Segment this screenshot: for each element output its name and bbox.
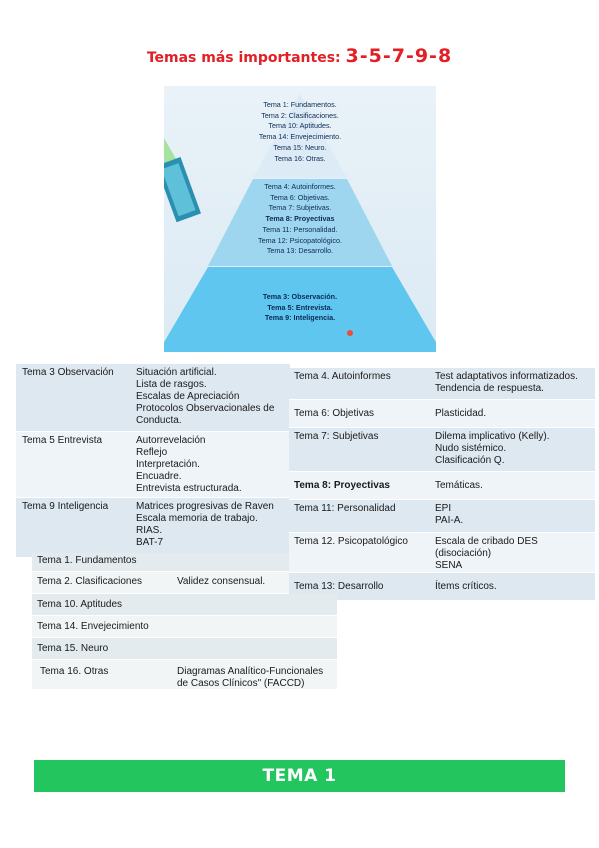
detail-line: Temáticas. <box>435 480 483 491</box>
right-table: Tema 4. Autoinformes Test adaptativos in… <box>289 368 595 601</box>
tema-cell: Tema 14. Envejecimiento <box>37 621 149 632</box>
tema-cell: Tema 5 Entrevista <box>22 435 103 446</box>
pyramid-top-line: Tema 15: Neuro. <box>273 142 327 152</box>
detail-line: Entrevista estructurada. <box>136 483 242 494</box>
pyramid-middle-line: Tema 4: Autoinformes. <box>264 182 336 191</box>
pyramid-top-text: Tema 1: Fundamentos. Tema 2: Clasificaci… <box>164 100 436 164</box>
detail-line: SENA <box>435 560 463 571</box>
tema-cell: Tema 11: Personalidad <box>294 503 396 514</box>
detail-line: Escala de cribado DES <box>435 536 538 547</box>
detail-line: (disociación) <box>435 548 492 559</box>
detail-line: RIAS. <box>136 525 163 536</box>
detail-line: Tendencia de respuesta. <box>435 383 544 394</box>
detail-line: Test adaptativos informatizados. <box>435 371 578 382</box>
pyramid-middle-line: Tema 7: Subjetivas. <box>268 203 332 213</box>
pyramid-middle-line: Tema 6: Objetivas. <box>270 192 330 202</box>
table-row: Tema 16. Otras Diagramas Analítico-Funci… <box>32 660 337 690</box>
pyramid-middle-line: Tema 12: Psicopatológico. <box>258 235 342 245</box>
detail-line: Protocolos Observacionales de <box>136 403 275 414</box>
detail-line: Ítems críticos. <box>435 581 497 592</box>
left-table: Tema 3 Observación Situación artificial.… <box>16 364 290 558</box>
table-row: Tema 13: Desarrollo Ítems críticos. <box>289 573 595 601</box>
tema-cell: Tema 12. Psicopatológico <box>294 536 408 547</box>
table-row: Tema 12. Psicopatológico Escala de criba… <box>289 533 595 573</box>
detail-line: Matrices progresivas de Raven <box>136 501 274 512</box>
tema-cell: Tema 7: Subjetivas <box>294 431 379 442</box>
table-row: Tema 5 Entrevista Autorrevelación Reflej… <box>16 432 290 498</box>
pyramid-top-line: Tema 16: Otras. <box>274 153 326 163</box>
detail-line: EPI <box>435 503 452 514</box>
detail-line: Nudo sistémico. <box>435 443 507 454</box>
table-row: Tema 9 Inteligencia Matrices progresivas… <box>16 498 290 558</box>
table-row: Tema 2. Clasificaciones Validez consensu… <box>32 572 289 594</box>
pyramid-bottom-line: Tema 5: Entrevista. <box>267 302 333 312</box>
tema-cell: Tema 4. Autoinformes <box>294 371 391 382</box>
pyramid-middle-line: Tema 13: Desarrollo. <box>266 246 334 256</box>
tema-cell: Tema 9 Inteligencia <box>22 501 109 512</box>
detail-line: Escalas de Apreciación <box>136 391 240 402</box>
detail-line: Lista de rasgos. <box>136 379 207 390</box>
detail-line: PAI-A. <box>435 515 464 526</box>
pyramid-middle-text: Tema 4: Autoinformes. Tema 6: Objetivas.… <box>164 182 436 257</box>
pyramid-top-line: Tema 10: Aptitudes. <box>268 121 332 131</box>
detail-line: Autorrevelación <box>136 435 206 446</box>
tema-cell: Tema 6: Objetivas <box>294 408 375 419</box>
detail-line: Encuadre. <box>136 471 182 482</box>
table-row: Tema 6: Objetivas Plasticidad. <box>289 400 595 428</box>
pyramid-top-line: Tema 1: Fundamentos. <box>263 100 337 109</box>
table-row: Tema 14. Envejecimiento <box>32 616 337 638</box>
tema-cell: Tema 16. Otras <box>40 666 109 677</box>
title-numbers: 3-5-7-9-8 <box>345 45 453 67</box>
table-row: Tema 3 Observación Situación artificial.… <box>16 364 290 432</box>
page-title: Temas más importantes: 3-5-7-9-8 <box>0 45 599 67</box>
detail-line: Validez consensual. <box>177 576 266 587</box>
pyramid-top-line: Tema 2: Clasificaciones. <box>261 110 339 120</box>
table-row: Tema 8: Proyectivas Temáticas. <box>289 472 595 500</box>
red-dot <box>347 330 353 336</box>
detail-line: Interpretación. <box>136 459 200 470</box>
tema-cell: Tema 3 Observación <box>22 367 114 378</box>
bottom-table: Tema 1. Fundamentos Tema 2. Clasificacio… <box>32 553 337 690</box>
tema-cell: Tema 1. Fundamentos <box>37 555 137 566</box>
pyramid-middle-line: Tema 11: Personalidad. <box>262 224 338 234</box>
detail-line: Plasticidad. <box>435 408 487 419</box>
table-row: Tema 11: Personalidad EPI PAI-A. <box>289 500 595 533</box>
detail-line: Dilema implicativo (Kelly). <box>435 431 550 442</box>
detail-line: de Casos Clínicos" (FACCD) <box>177 678 305 689</box>
tema-cell: Tema 13: Desarrollo <box>294 581 384 592</box>
pencil-decoration <box>164 120 202 223</box>
tema-cell: Tema 15. Neuro <box>37 643 109 654</box>
pyramid-middle-line: Tema 8: Proyectivas <box>265 214 335 224</box>
table-row: Tema 7: Subjetivas Dilema implicativo (K… <box>289 428 595 472</box>
pyramid-bottom-text: Tema 3: Observación. Tema 5: Entrevista.… <box>164 292 436 324</box>
pyramid-bottom-line: Tema 9: Inteligencia. <box>264 313 336 323</box>
detail-line: Escala memoria de trabajo. <box>136 513 258 524</box>
detail-line: Reflejo <box>136 447 168 458</box>
tema-cell: Tema 10. Aptitudes <box>37 599 123 610</box>
tema-cell: Tema 8: Proyectivas <box>294 480 390 491</box>
section-title-bar: TEMA 1 <box>34 760 565 792</box>
table-row: Tema 15. Neuro <box>32 638 337 660</box>
pyramid-top-line: Tema 14: Envejecimiento. <box>258 132 342 142</box>
title-prefix: Temas más importantes: <box>146 50 346 66</box>
detail-line: BAT-7 <box>136 537 164 548</box>
pyramid-graphic <box>164 94 436 352</box>
detail-line: Situación artificial. <box>136 367 217 378</box>
tema-cell: Tema 2. Clasificaciones <box>37 576 143 587</box>
detail-line: Clasificación Q. <box>435 455 505 466</box>
detail-line: Diagramas Analítico-Funcionales <box>177 666 324 677</box>
table-row: Tema 10. Aptitudes <box>32 594 337 616</box>
detail-line: Conducta. <box>136 415 182 426</box>
table-row: Tema 4. Autoinformes Test adaptativos in… <box>289 368 595 400</box>
table-row: Tema 1. Fundamentos <box>32 553 289 572</box>
pyramid-image: Tema 1: Fundamentos. Tema 2: Clasificaci… <box>164 86 436 352</box>
pyramid-bottom-line: Tema 3: Observación. <box>262 292 338 301</box>
